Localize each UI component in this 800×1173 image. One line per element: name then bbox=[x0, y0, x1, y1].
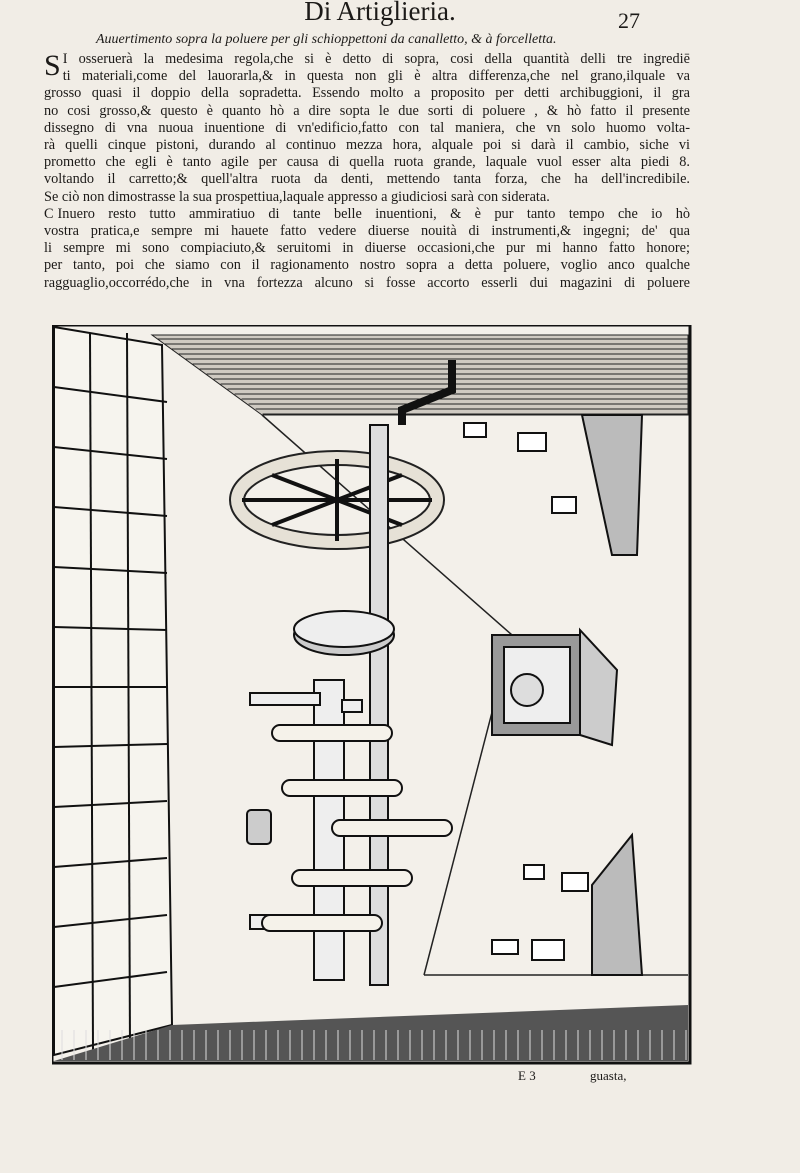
niche bbox=[491, 627, 619, 747]
text-line: ti materiali,come del lauorarla,& in que… bbox=[62, 68, 690, 85]
text-line: li sempre mi sono compiaciuto,& seruitom… bbox=[44, 240, 690, 257]
text-line: grosso quasi il doppio della sopradetta.… bbox=[44, 85, 690, 102]
right-lower-structure bbox=[591, 832, 644, 976]
text-line: dissegno di vna nuoua inuentione di vn'e… bbox=[44, 119, 690, 136]
piston bbox=[331, 819, 453, 837]
text-line-first: C Inuero resto tutto ammiratiuo di tante… bbox=[44, 206, 690, 223]
text-line: Inuero resto tutto ammiratiuo di tante b… bbox=[57, 205, 690, 222]
tile-line bbox=[53, 914, 168, 928]
tile-line bbox=[53, 971, 168, 988]
text-line: Se ciò non dimostrasse la sua prospettiu… bbox=[44, 188, 550, 205]
text-line: rà quelli cinque pistoni, durando al con… bbox=[44, 137, 690, 154]
crank bbox=[398, 360, 456, 425]
ceiling-beam bbox=[150, 334, 689, 416]
piston bbox=[261, 914, 383, 932]
tile-line bbox=[53, 857, 168, 868]
tile-line bbox=[126, 332, 131, 1051]
right-upper-structure bbox=[580, 414, 644, 556]
tile-line bbox=[53, 506, 168, 517]
large-wheel bbox=[229, 450, 445, 550]
tile-line bbox=[89, 332, 94, 1051]
piston bbox=[291, 869, 413, 887]
tiled-wall bbox=[53, 325, 174, 1057]
woodcut-illustration bbox=[52, 325, 692, 1065]
page-number: 27 bbox=[618, 8, 640, 33]
text-line: ragguaglio,occorrédo,che in vna fortezza… bbox=[44, 274, 690, 291]
text-line: per tanto, poi che siamo con il ragionam… bbox=[44, 257, 690, 274]
drop-cap: C bbox=[44, 205, 54, 222]
section-heading: Auuertimento sopra la poluere per gli sc… bbox=[96, 32, 557, 47]
tile-line bbox=[53, 446, 168, 460]
piston bbox=[271, 724, 393, 742]
running-head-title: Di Artiglieria. bbox=[304, 0, 456, 26]
mortar bbox=[246, 809, 272, 845]
text-line: vostra pratica,e sempre mi hauete fatto … bbox=[44, 223, 690, 240]
tile-line bbox=[53, 566, 168, 574]
tile-line bbox=[53, 626, 168, 631]
drop-cap: S bbox=[44, 49, 61, 82]
piston bbox=[281, 779, 403, 797]
text-line: I osseruerà la medesima regola,che si è … bbox=[62, 51, 690, 67]
tile-line bbox=[53, 743, 168, 748]
tile-line bbox=[53, 800, 168, 808]
vertical-axle bbox=[369, 424, 389, 986]
text-line: prometto che egli è tanto agile per caus… bbox=[44, 154, 690, 171]
body-text: S I osseruerà la medesima regola,che si … bbox=[44, 51, 690, 292]
paragraph-1: S I osseruerà la medesima regola,che si … bbox=[44, 51, 690, 206]
toothed-gear bbox=[293, 610, 395, 656]
tile-line bbox=[53, 386, 168, 403]
catchword: guasta, bbox=[590, 1068, 627, 1083]
text-line: no cosi grosso,& questo è quanto hò a di… bbox=[44, 102, 690, 119]
paragraph-2: C Inuero resto tutto ammiratiuo di tante… bbox=[44, 206, 690, 292]
text-line: voltando il carretto;& quell'altra ruota… bbox=[44, 171, 690, 188]
signature-mark: E 3 bbox=[518, 1068, 536, 1083]
windows bbox=[463, 422, 589, 961]
